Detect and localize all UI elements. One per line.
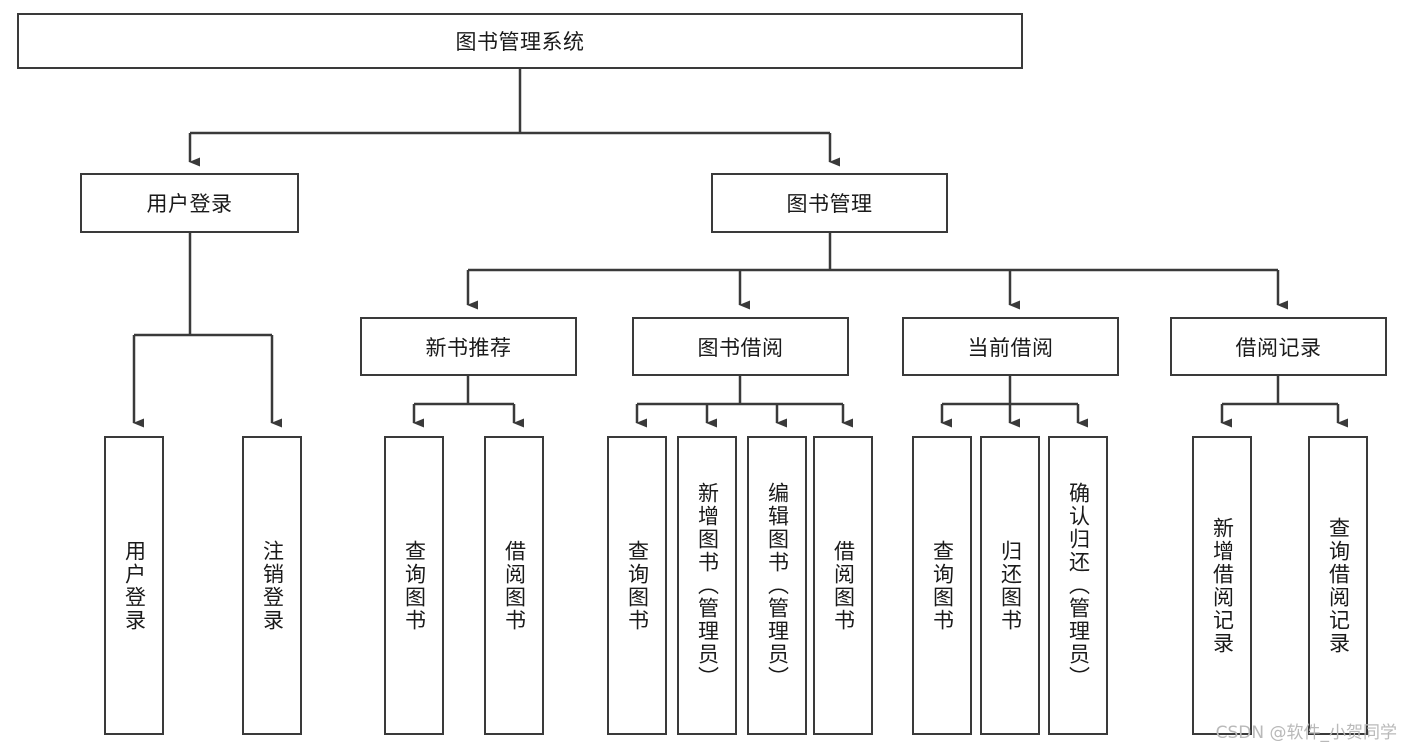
leaf-borrow-book-1-label: 借阅图书	[502, 539, 527, 632]
leaf-edit-book[interactable]: 编辑图书（管理员）	[747, 436, 807, 735]
leaf-query-book-2-label: 查询图书	[625, 539, 650, 632]
leaf-confirm-return-label: 确认归还（管理员）	[1066, 482, 1091, 689]
leaf-confirm-return[interactable]: 确认归还（管理员）	[1048, 436, 1108, 735]
leaf-logout-label: 注销登录	[260, 539, 285, 632]
leaf-borrow-book-1[interactable]: 借阅图书	[484, 436, 544, 735]
leaf-borrow-book-2-label: 借阅图书	[831, 539, 856, 632]
leaf-query-book-1-label: 查询图书	[402, 539, 427, 632]
leaf-return-book-label: 归还图书	[998, 539, 1023, 632]
leaf-add-record[interactable]: 新增借阅记录	[1192, 436, 1252, 735]
leaf-logout[interactable]: 注销登录	[242, 436, 302, 735]
leaf-query-book-3-label: 查询图书	[930, 539, 955, 632]
node-new-book-recommend[interactable]: 新书推荐	[360, 317, 577, 376]
node-borrow-record-label: 借阅记录	[1235, 335, 1322, 360]
node-current-borrow-label: 当前借阅	[967, 335, 1054, 360]
leaf-add-book[interactable]: 新增图书（管理员）	[677, 436, 737, 735]
leaf-query-record[interactable]: 查询借阅记录	[1308, 436, 1368, 735]
leaf-borrow-book-2[interactable]: 借阅图书	[813, 436, 873, 735]
node-root-label: 图书管理系统	[455, 30, 585, 54]
leaf-user-login[interactable]: 用户登录	[104, 436, 164, 735]
node-user-login[interactable]: 用户登录	[80, 173, 299, 233]
node-root[interactable]: 图书管理系统	[17, 13, 1023, 69]
node-user-login-label: 用户登录	[146, 192, 233, 216]
node-book-borrow-label: 图书借阅	[697, 335, 784, 360]
leaf-query-book-1[interactable]: 查询图书	[384, 436, 444, 735]
node-book-borrow[interactable]: 图书借阅	[632, 317, 849, 376]
leaf-add-record-label: 新增借阅记录	[1210, 516, 1235, 655]
node-borrow-record[interactable]: 借阅记录	[1170, 317, 1387, 376]
leaf-edit-book-label: 编辑图书（管理员）	[765, 482, 790, 689]
leaf-return-book[interactable]: 归还图书	[980, 436, 1040, 735]
leaf-query-book-2[interactable]: 查询图书	[607, 436, 667, 735]
leaf-add-book-label: 新增图书（管理员）	[695, 482, 720, 689]
node-book-manage[interactable]: 图书管理	[711, 173, 948, 233]
watermark: CSDN @软件_小贺同学	[1215, 723, 1397, 743]
node-current-borrow[interactable]: 当前借阅	[902, 317, 1119, 376]
leaf-user-login-label: 用户登录	[122, 539, 147, 632]
node-book-manage-label: 图书管理	[786, 192, 873, 216]
leaf-query-book-3[interactable]: 查询图书	[912, 436, 972, 735]
node-new-book-recommend-label: 新书推荐	[425, 335, 512, 360]
leaf-query-record-label: 查询借阅记录	[1326, 516, 1351, 655]
